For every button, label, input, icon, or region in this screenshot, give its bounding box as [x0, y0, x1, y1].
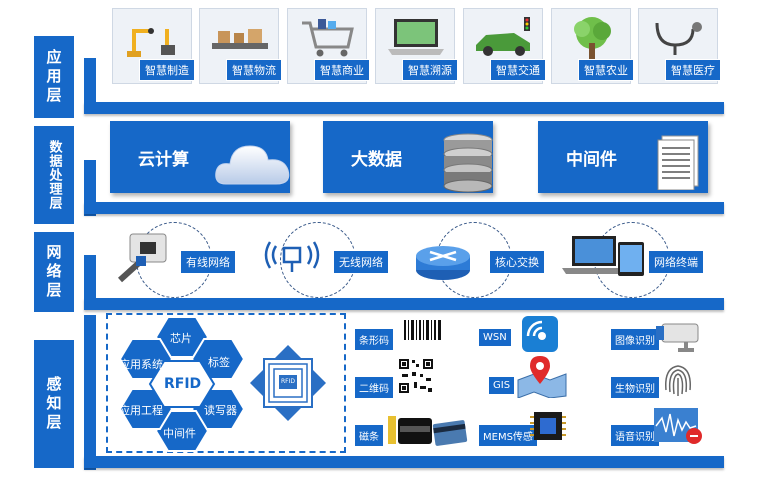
net-label: 网络终端 — [648, 250, 704, 274]
app-label: 智慧交通 — [490, 59, 546, 81]
app-tile-agriculture: 智慧农业 — [551, 8, 634, 84]
rail-horizontal-data — [84, 202, 724, 214]
rail-horizontal-application — [84, 102, 724, 114]
wireless-icon — [264, 241, 320, 272]
net-label: 有线网络 — [180, 250, 236, 274]
rfid-tag-label: 标签 — [208, 356, 230, 369]
sense-label-qrcode: 二维码 — [354, 376, 394, 399]
net-label: 无线网络 — [333, 250, 389, 274]
laptop-icon — [388, 19, 444, 55]
app-tile-manufacturing: 智慧制造 — [112, 8, 195, 84]
rfid-app-engineering-label: 应用工程 — [119, 404, 163, 417]
robot-arm-icon — [127, 28, 175, 57]
stethoscope-icon — [655, 22, 702, 55]
camera-icon — [656, 323, 699, 352]
dp-label: 中间件 — [566, 149, 617, 170]
rail-vertical-application — [84, 58, 96, 114]
dp-label: 大数据 — [351, 149, 402, 170]
layer-label-data-processing: 数据处理层 — [34, 126, 74, 224]
net-label: 核心交换 — [489, 250, 545, 274]
sense-label-magstripe: 磁条 — [354, 424, 384, 447]
app-tile-medical: 智慧医疗 — [638, 8, 721, 84]
magstripe-icon — [388, 416, 468, 446]
sense-label-wsn: WSN — [478, 328, 512, 347]
app-label: 智慧商业 — [314, 59, 370, 81]
chip-icon — [530, 412, 566, 440]
qrcode-icon — [398, 358, 434, 394]
rfid-middleware-label: 中间件 — [163, 427, 196, 440]
layer-label-network: 网络层 — [34, 232, 74, 312]
rfid-center-label: RFID — [164, 376, 202, 392]
rfid-card-label: RFID — [281, 378, 296, 385]
rfid-honeycomb — [118, 316, 246, 452]
rail-horizontal-network — [84, 298, 724, 310]
audio-icon — [654, 408, 702, 444]
rail-vertical-sensing — [84, 315, 96, 470]
rfid-reader-label: 读写器 — [204, 404, 237, 417]
app-label: 智慧制造 — [139, 59, 195, 81]
app-label: 智慧农业 — [578, 59, 634, 81]
tree-icon — [574, 17, 611, 59]
app-label: 智慧医疗 — [665, 59, 721, 81]
app-tile-commerce: 智慧商业 — [287, 8, 370, 84]
rail-vertical-network — [84, 255, 96, 310]
sense-label-image-recognition: 图像识别 — [610, 328, 660, 351]
rfid-app-system-label: 应用系统 — [119, 358, 163, 371]
conveyor-icon — [212, 29, 268, 49]
dp-label: 云计算 — [138, 149, 189, 170]
app-tile-logistics: 智慧物流 — [199, 8, 282, 84]
sense-label-gis: GIS — [488, 376, 516, 395]
fingerprint-icon — [665, 365, 691, 396]
devices-icon — [562, 236, 644, 276]
ethernet-icon — [117, 233, 167, 283]
app-label: 智慧溯源 — [402, 59, 458, 81]
wsn-icon — [522, 316, 558, 352]
app-tile-traffic: 智慧交通 — [463, 8, 546, 84]
app-label: 智慧物流 — [226, 59, 282, 81]
barcode-icon — [402, 318, 444, 346]
database-icon — [443, 133, 493, 193]
car-icon — [476, 17, 530, 56]
sense-label-barcode: 条形码 — [354, 328, 394, 351]
rfid-panel — [106, 313, 346, 453]
switch-icon — [416, 246, 470, 280]
rfid-chip-label: 芯片 — [170, 332, 192, 345]
document-icon — [657, 135, 699, 190]
sense-label-voice-recognition: 语音识别 — [610, 424, 660, 447]
map-pin-icon — [517, 356, 567, 398]
cloud-icon — [215, 145, 290, 185]
layer-label-application: 应用层 — [34, 36, 74, 118]
shopping-cart-icon — [302, 19, 354, 57]
layer-label-sensing: 感知层 — [34, 340, 74, 468]
rail-horizontal-sensing — [84, 456, 724, 468]
sense-label-biometric: 生物识别 — [610, 376, 660, 399]
rfid-card-icon — [250, 345, 326, 421]
app-tile-traceability: 智慧溯源 — [375, 8, 458, 84]
